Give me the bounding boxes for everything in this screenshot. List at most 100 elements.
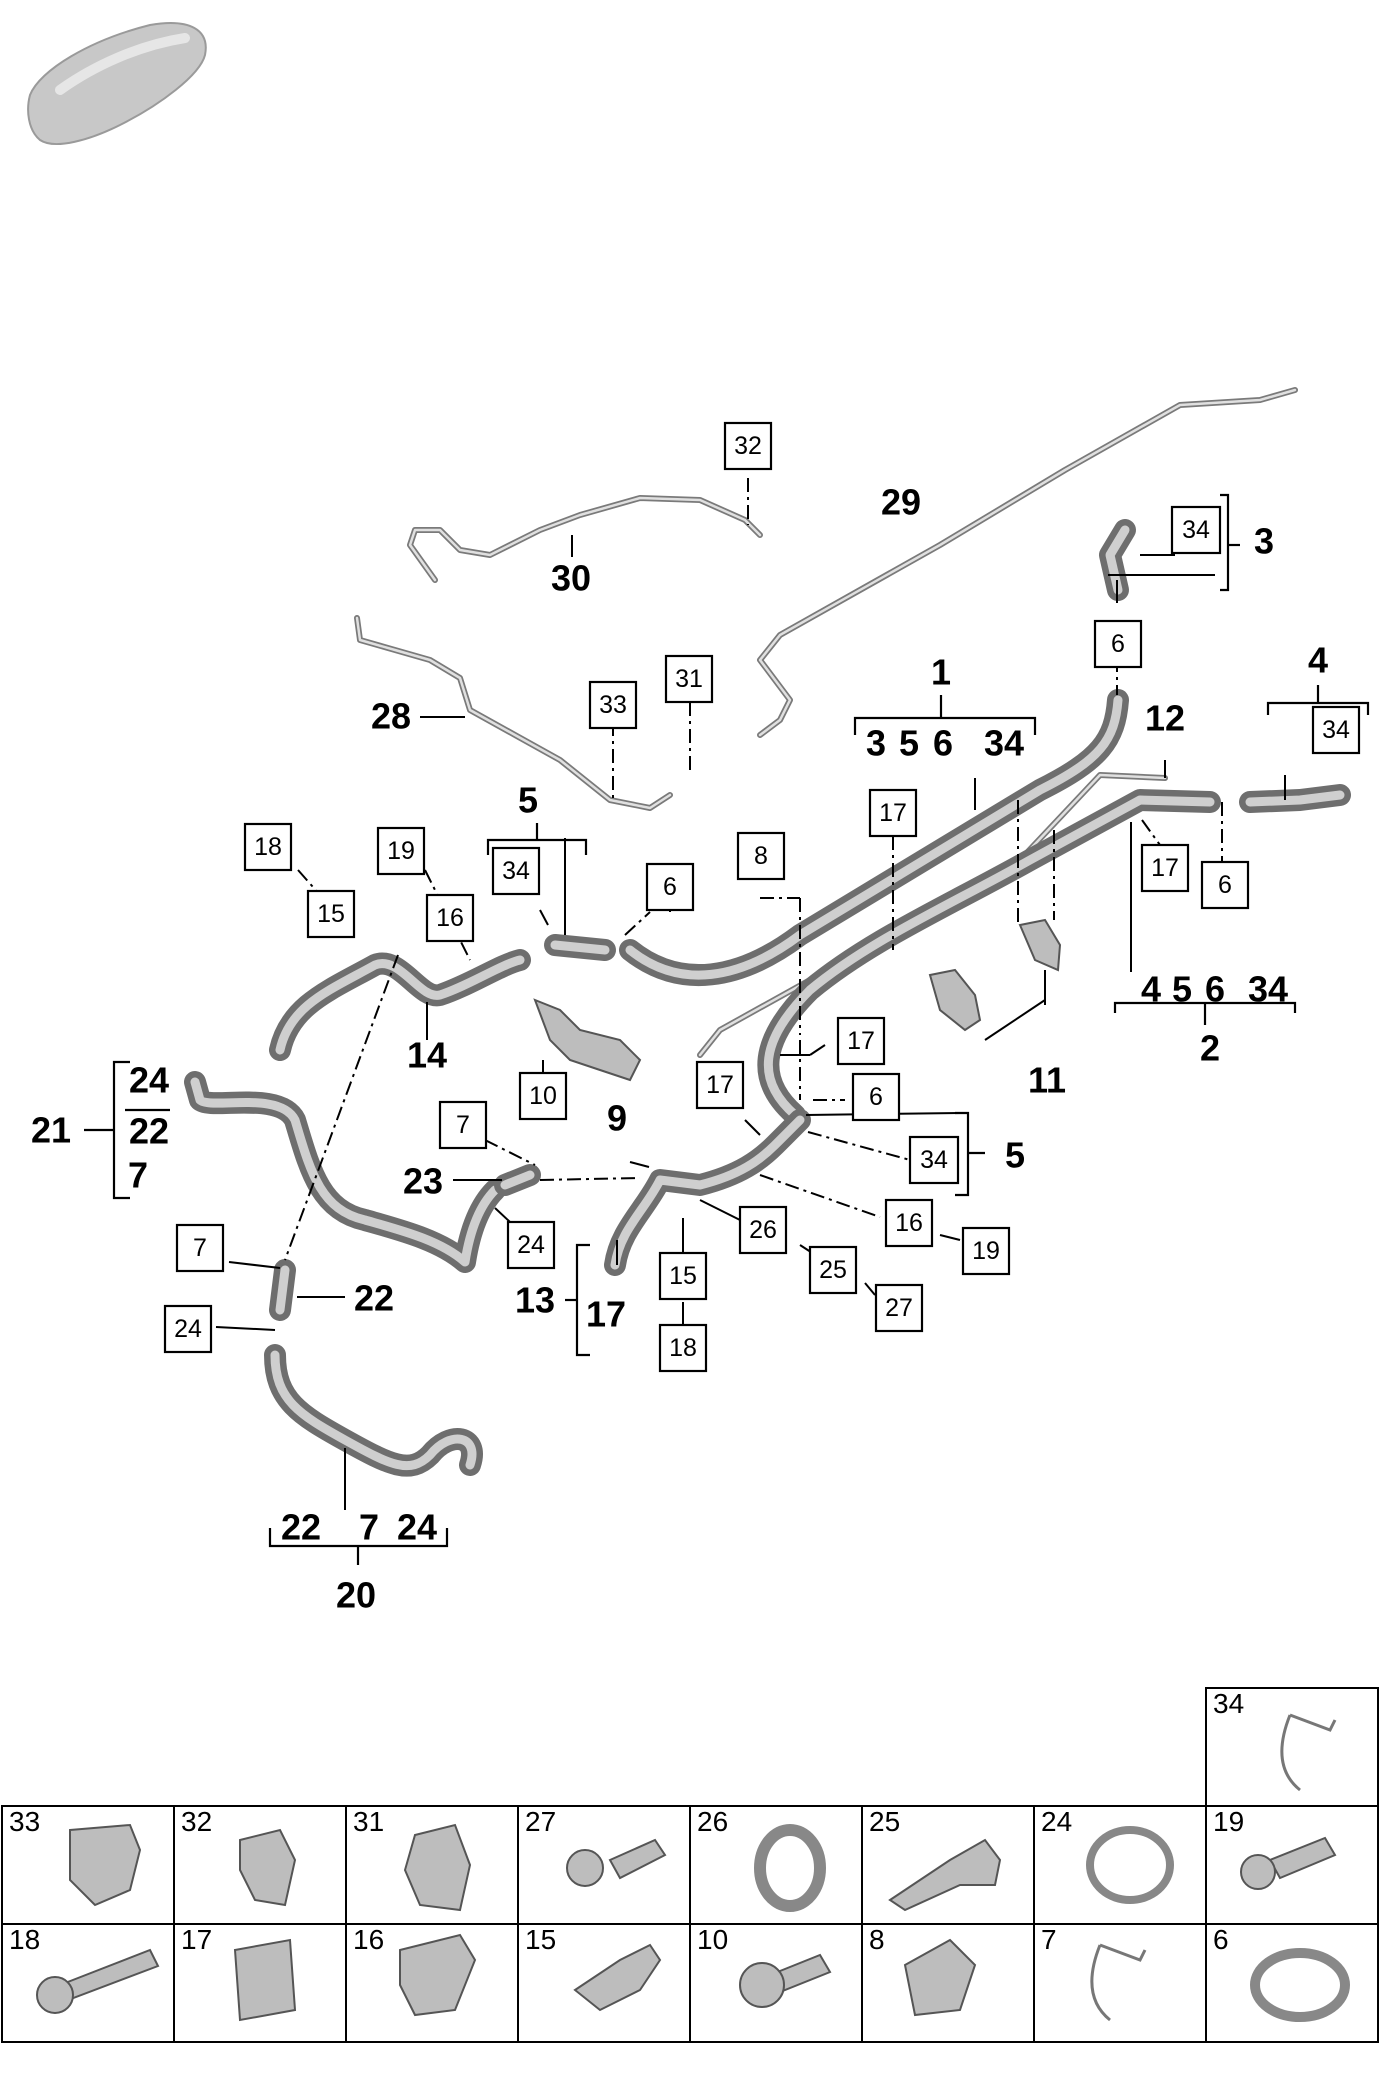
group13-item: 17 xyxy=(586,1294,626,1335)
cell-18-label: 18 xyxy=(9,1924,40,1955)
group20-item-b: 7 xyxy=(359,1507,379,1548)
cell-32-label: 32 xyxy=(181,1806,212,1837)
box-25: 25 xyxy=(808,1245,858,1295)
svg-text:24: 24 xyxy=(517,1231,545,1259)
cell-26-label: 26 xyxy=(697,1806,728,1837)
box-17-b: 17 xyxy=(1140,843,1190,893)
box-27: 27 xyxy=(874,1283,924,1333)
bolt-27-icon xyxy=(566,1838,667,1887)
box-31: 31 xyxy=(664,654,714,704)
box-16-a: 16 xyxy=(425,893,475,943)
cell-27-label: 27 xyxy=(525,1806,556,1837)
box-32: 32 xyxy=(723,421,773,471)
hose-3 xyxy=(1099,519,1136,601)
sensor-25-icon xyxy=(888,1838,1002,1912)
cell-19-label: 19 xyxy=(1213,1806,1244,1837)
parts-table: 34 33 32 31 27 26 25 24 19 18 17 xyxy=(1,1687,1379,2043)
callout-12: 12 xyxy=(1145,698,1185,739)
box-18-a: 18 xyxy=(243,822,293,872)
callout-30: 30 xyxy=(551,558,591,599)
box-34-top: 34 xyxy=(1170,505,1222,555)
group2-item-c: 6 xyxy=(1205,969,1225,1010)
svg-text:31: 31 xyxy=(675,665,703,693)
svg-text:17: 17 xyxy=(1151,854,1179,882)
cell-34-label: 34 xyxy=(1213,1688,1244,1719)
bracket-9 xyxy=(533,998,642,1082)
box-34-mid: 34 xyxy=(908,1135,960,1185)
svg-text:15: 15 xyxy=(317,900,345,928)
callout-9: 9 xyxy=(607,1098,627,1139)
callout-13: 13 xyxy=(515,1280,555,1321)
box-10: 10 xyxy=(518,1071,568,1121)
box-17-d: 17 xyxy=(695,1060,745,1110)
hose-21 xyxy=(184,1071,506,1273)
callout-20: 20 xyxy=(336,1575,376,1616)
svg-text:17: 17 xyxy=(706,1071,734,1099)
svg-text:19: 19 xyxy=(972,1237,1000,1265)
group20-item-c: 24 xyxy=(397,1507,437,1548)
bracket-11b xyxy=(1018,918,1062,972)
group2-item-b: 5 xyxy=(1172,969,1192,1010)
hose-5 xyxy=(544,934,616,961)
callout-29: 29 xyxy=(881,482,921,523)
svg-text:17: 17 xyxy=(847,1027,875,1055)
svg-text:8: 8 xyxy=(754,842,768,870)
cell-15-label: 15 xyxy=(525,1924,556,1955)
cell-8-label: 8 xyxy=(869,1924,885,1955)
svg-text:16: 16 xyxy=(895,1209,923,1237)
clip-31-icon xyxy=(403,1823,472,1912)
clip-8-icon xyxy=(903,1938,977,2017)
bolt-18-icon xyxy=(36,1948,160,2014)
svg-text:34: 34 xyxy=(1182,516,1210,544)
cell-6-label: 6 xyxy=(1213,1924,1229,1955)
group1-item-d: 34 xyxy=(984,723,1024,764)
cell-7-label: 7 xyxy=(1041,1924,1057,1955)
box-6-top: 6 xyxy=(1093,619,1143,669)
group1-item-a: 3 xyxy=(866,723,886,764)
svg-text:34: 34 xyxy=(502,857,530,885)
callout-2: 2 xyxy=(1200,1028,1220,1069)
svg-text:6: 6 xyxy=(1111,630,1125,658)
hose-13 xyxy=(604,1109,811,1276)
clip-32-icon xyxy=(239,1828,297,1907)
group-labels: 3 5 6 34 4 5 6 34 24 22 7 17 22 7 24 xyxy=(128,723,1288,1548)
clip-15-icon xyxy=(573,1943,662,2012)
box-7-b: 7 xyxy=(175,1223,225,1273)
svg-text:17: 17 xyxy=(879,799,907,827)
callout-4: 4 xyxy=(1308,640,1328,681)
clip-34-icon xyxy=(1280,1713,1337,1792)
box-16-b: 16 xyxy=(884,1198,934,1248)
svg-text:34: 34 xyxy=(920,1146,948,1174)
clamp-6-icon xyxy=(1250,1948,1350,2022)
group2-item-d: 34 xyxy=(1248,969,1288,1010)
svg-text:26: 26 xyxy=(749,1216,777,1244)
boxed-labels: 32 34 6 3 3 31 34 17 17 6 18 19 34 6 8 15… xyxy=(163,421,1361,1373)
svg-text:6: 6 xyxy=(1218,871,1232,899)
car-thumbnail-icon xyxy=(27,22,207,146)
callout-11: 11 xyxy=(1028,1060,1066,1101)
svg-text:18: 18 xyxy=(669,1334,697,1362)
group2-item-a: 4 xyxy=(1141,969,1161,1010)
box-34-right: 34 xyxy=(1311,705,1361,755)
group1-item-b: 5 xyxy=(899,723,919,764)
box-6-mid: 6 xyxy=(851,1072,901,1122)
svg-text:18: 18 xyxy=(254,833,282,861)
svg-text:25: 25 xyxy=(819,1256,847,1284)
svg-text:24: 24 xyxy=(174,1315,202,1343)
callout-14: 14 xyxy=(407,1035,447,1076)
hose-2 xyxy=(757,789,1221,1126)
box-8: 8 xyxy=(736,831,786,881)
cell-16-label: 16 xyxy=(353,1924,384,1955)
hose-23 xyxy=(494,1164,541,1196)
box-19-b: 19 xyxy=(961,1226,1011,1276)
hose-22 xyxy=(269,1259,296,1321)
bracket-11a xyxy=(928,968,982,1032)
cell-17-label: 17 xyxy=(181,1924,212,1955)
clip-16-icon xyxy=(399,1933,477,2017)
clip-33-icon xyxy=(69,1823,142,1907)
callout-21: 21 xyxy=(31,1110,71,1151)
group1-item-c: 6 xyxy=(933,723,953,764)
cell-10-label: 10 xyxy=(697,1924,728,1955)
bolt-19-icon xyxy=(1240,1836,1337,1890)
callout-3: 3 xyxy=(1254,521,1274,562)
